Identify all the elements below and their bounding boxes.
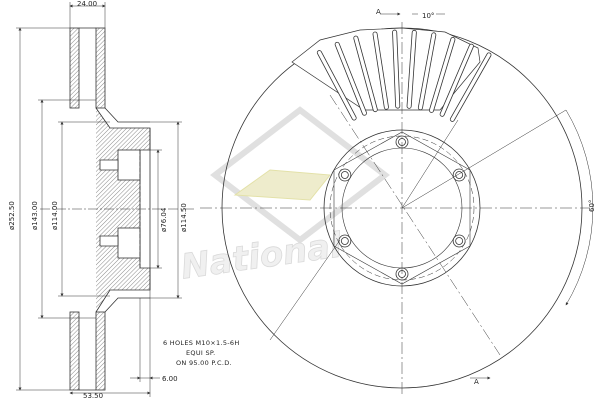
cooling-vane-inner: [440, 44, 474, 116]
cooling-vane-inner: [354, 36, 377, 112]
cooling-vanes: [316, 29, 492, 122]
dim-hole-angle: 60°: [588, 200, 596, 212]
bolt-hole-inner: [340, 171, 349, 179]
dim-bore-diameter: ø76.04: [160, 207, 168, 232]
cooling-vane-inner: [373, 32, 389, 109]
section-mark-top: A: [376, 8, 381, 16]
dim-hat-diameter: ø143.00: [31, 201, 39, 230]
cooling-vane-inner: [429, 37, 455, 113]
note-line-2: EQUI SP.: [186, 349, 215, 357]
bolt-hole-inner: [340, 237, 349, 245]
cooling-vane-inner: [317, 50, 356, 120]
dim-inner-diameter: ø114.00: [51, 201, 59, 230]
bolt-hole-inner: [455, 171, 464, 179]
cooling-vane-inner: [392, 30, 400, 108]
note-line-3: ON 95.00 P.C.D.: [176, 359, 232, 367]
watermark-brand-text: National: [179, 225, 346, 287]
dim-total-height: 53.50: [83, 392, 103, 400]
section-view: [40, 27, 195, 391]
cooling-vane-inner: [335, 42, 367, 115]
face-center-lines: [200, 12, 594, 395]
dim-outer-diameter: ø252.50: [8, 201, 16, 230]
bolt-holes: [338, 135, 466, 281]
dim-vane-angle: 10°: [422, 12, 434, 20]
bolt-hole-inner: [455, 237, 464, 245]
cooling-vane-inner: [450, 53, 491, 122]
dim-top-width: 24.00: [77, 0, 97, 8]
dim-hub-diameter: ø114.50: [180, 203, 188, 232]
cooling-vane-inner: [418, 33, 436, 110]
section-mark-bottom: A: [474, 378, 479, 386]
section-dimension-lines: [16, 2, 182, 397]
cooling-vane-inner: [407, 30, 416, 108]
note-line-1: 6 HOLES M10×1.5-6H: [163, 339, 240, 347]
dim-hat-thickness: 6.00: [162, 375, 178, 383]
watermark-logo: National: [178, 106, 390, 288]
